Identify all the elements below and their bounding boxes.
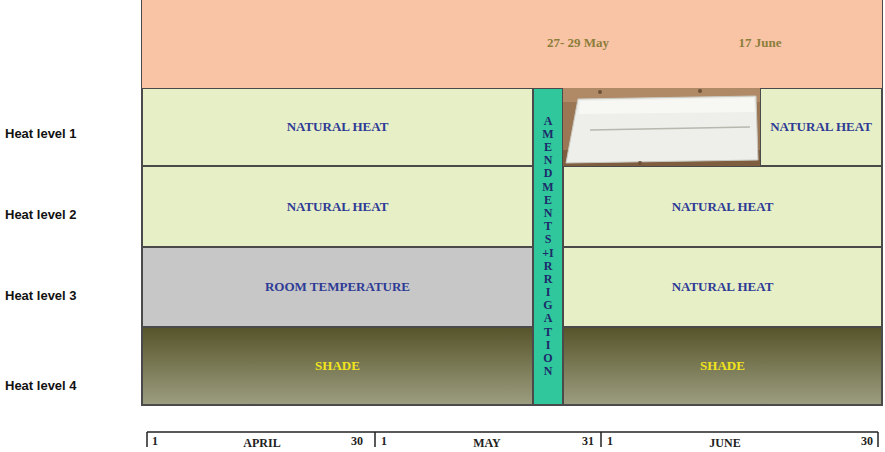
cell-label: NATURAL HEAT xyxy=(287,199,389,215)
natural-heat-cell: NATURAL HEAT xyxy=(142,166,533,247)
chart-frame xyxy=(142,1,882,405)
axis-label: 31 xyxy=(582,434,594,449)
cell-label: NATURAL HEAT xyxy=(672,279,774,295)
axis-label: 30 xyxy=(861,434,873,449)
cell-label: ROOM TEMPERATURE xyxy=(265,279,410,295)
heat-level-label: Heat level 4 xyxy=(5,378,77,393)
heat-level-label: Heat level 1 xyxy=(5,126,77,141)
natural-heat-cell: NATURAL HEAT xyxy=(563,166,882,247)
axis-label: APRIL xyxy=(243,436,280,451)
axis-label: 1 xyxy=(381,434,387,449)
vertical-label: AMENDMENTS+IRRIGATION xyxy=(542,115,554,379)
natural-heat-cell: NATURAL HEAT xyxy=(142,88,533,166)
heat-level-label: Heat level 3 xyxy=(5,288,77,303)
date-label: 17 June xyxy=(739,35,782,51)
room-temperature-cell: ROOM TEMPERATURE xyxy=(142,247,533,327)
natural-heat-cell: NATURAL HEAT xyxy=(563,247,882,327)
amendment-column: AMENDMENTS+IRRIGATION xyxy=(533,88,563,405)
axis-label: JUNE xyxy=(709,436,740,451)
cell-label: NATURAL HEAT xyxy=(287,119,389,135)
shade-cell: SHADE xyxy=(142,327,533,405)
cell-label: SHADE xyxy=(315,358,360,374)
mulch-photo xyxy=(563,88,760,166)
cell-label: SHADE xyxy=(700,358,745,374)
date-band: 27- 29 May 17 June xyxy=(142,0,882,88)
axis-label: MAY xyxy=(473,436,501,451)
axis-label: 1 xyxy=(607,434,613,449)
axis-label: 1 xyxy=(152,434,158,449)
cell-label: NATURAL HEAT xyxy=(672,199,774,215)
heat-level-label: Heat level 2 xyxy=(5,207,77,222)
shade-cell: SHADE xyxy=(563,327,882,405)
axis-label: 30 xyxy=(351,434,363,449)
date-label: 27- 29 May xyxy=(547,35,609,51)
cell-label: NATURAL HEAT xyxy=(770,119,872,135)
natural-heat-cell: NATURAL HEAT xyxy=(760,88,882,166)
